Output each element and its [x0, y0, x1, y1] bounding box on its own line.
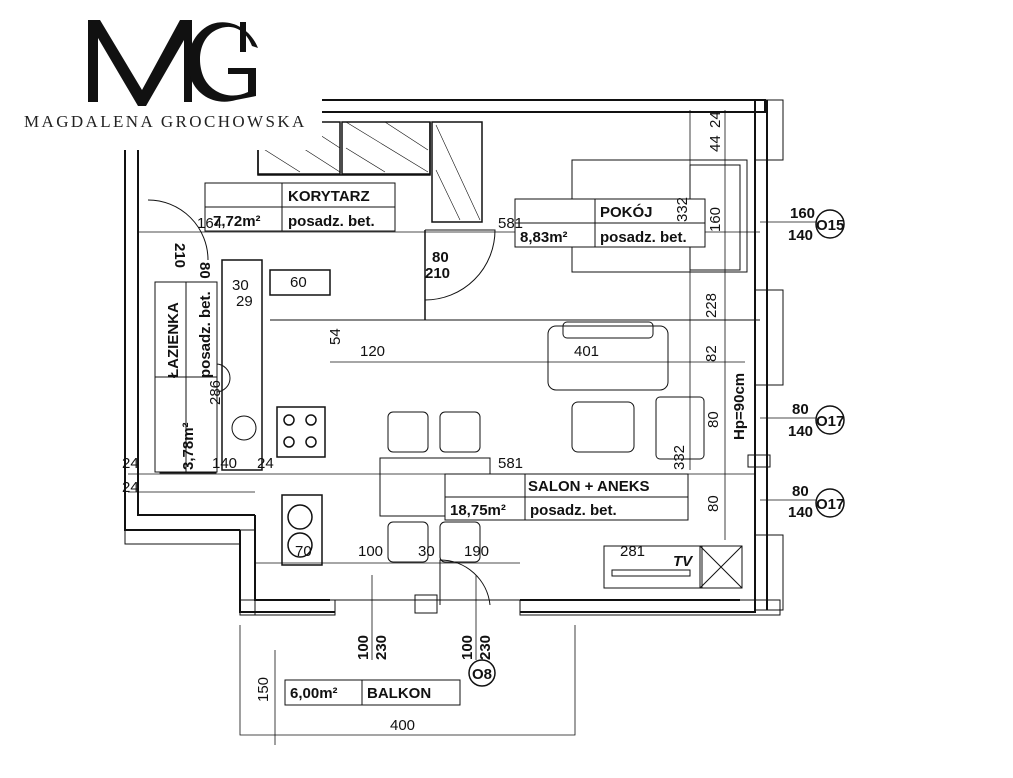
dim-44: 44 — [707, 135, 724, 152]
door-swings — [147, 199, 496, 606]
tv-label: TV — [673, 553, 694, 570]
balcony-door-right-bottom: 230 — [477, 635, 494, 660]
dim-581-bottom: 581 — [498, 455, 523, 472]
hp-label: Hp=90cm — [731, 373, 748, 440]
o8-id: O8 — [472, 666, 492, 683]
dim-286: 286 — [207, 380, 224, 405]
pokoj-name: POKÓJ — [600, 203, 653, 221]
o15-bottom: 140 — [788, 227, 813, 244]
dim-581-top: 581 — [498, 215, 523, 232]
balkon-area: 6,00m² — [290, 685, 338, 702]
dim-29: 29 — [236, 293, 253, 310]
entry-door-top: 80 — [432, 249, 449, 266]
balkon-name: BALKON — [367, 685, 431, 702]
o17a-top: 80 — [792, 401, 809, 418]
dim-164: 164 — [197, 215, 222, 232]
dim-80-lower: 80 — [705, 495, 722, 512]
o17b-bottom: 140 — [788, 504, 813, 521]
o17a-id: O17 — [816, 413, 844, 430]
dim-140: 140 — [212, 455, 237, 472]
dim-80-window: 80 — [705, 411, 722, 428]
dim-190: 190 — [464, 543, 489, 560]
balcony-door-left-bottom: 230 — [373, 635, 390, 660]
dim-54: 54 — [327, 328, 344, 345]
brand-logo — [88, 20, 258, 106]
pokoj-area: 8,83m² — [520, 229, 568, 246]
dim-60: 60 — [290, 274, 307, 291]
dim-332-top: 332 — [674, 197, 691, 222]
dim-228: 228 — [703, 293, 720, 318]
lazienka-name: ŁAZIENKA — [165, 302, 182, 378]
salon-name: SALON + ANEKS — [528, 478, 650, 495]
dim-160: 160 — [707, 207, 724, 232]
dim-400: 400 — [390, 717, 415, 734]
o15-top: 160 — [790, 205, 815, 222]
o15-id: O15 — [816, 217, 844, 234]
window-markers — [468, 209, 845, 687]
lazienka-area: 3,78m² — [180, 422, 197, 470]
bath-door-bottom: 210 — [171, 243, 188, 268]
pokoj-floor: posadz. bet. — [600, 229, 687, 246]
entry-door-bottom: 210 — [425, 265, 450, 282]
brand-name: MAGDALENA GROCHOWSKA — [24, 112, 307, 131]
dim-120: 120 — [360, 343, 385, 360]
dim-30-bottom: 30 — [418, 543, 435, 560]
hatched-walls — [124, 99, 784, 616]
bath-door-top: 80 — [196, 262, 213, 279]
balcony-door-left-top: 100 — [355, 635, 372, 660]
korytarz-floor: posadz. bet. — [288, 213, 375, 230]
dim-281: 281 — [620, 543, 645, 560]
dim-70: 70 — [295, 543, 312, 560]
dim-332-bottom: 332 — [671, 445, 688, 470]
salon-floor: posadz. bet. — [530, 502, 617, 519]
lazienka-floor: posadz. bet. — [197, 291, 214, 378]
salon-area: 18,75m² — [450, 502, 506, 519]
o17b-top: 80 — [792, 483, 809, 500]
room-label-boxes — [154, 182, 706, 706]
dim-24-left-2: 24 — [122, 479, 139, 496]
korytarz-name: KORYTARZ — [288, 188, 370, 205]
dim-82: 82 — [703, 345, 720, 362]
dim-150: 150 — [255, 677, 272, 702]
dim-24-top: 24 — [707, 111, 724, 128]
dim-100: 100 — [358, 543, 383, 560]
dim-30-top: 30 — [232, 277, 249, 294]
dim-24-mid: 24 — [257, 455, 274, 472]
dim-401: 401 — [574, 343, 599, 360]
korytarz-area: 7,72m² — [213, 213, 261, 230]
stairwell-hatch — [261, 121, 481, 221]
dim-24-left: 24 — [122, 455, 139, 472]
o17b-id: O17 — [816, 496, 844, 513]
brand-header: MAGDALENA GROCHOWSKA — [0, 0, 322, 150]
balcony-door-right-top: 100 — [459, 635, 476, 660]
o17a-bottom: 140 — [788, 423, 813, 440]
